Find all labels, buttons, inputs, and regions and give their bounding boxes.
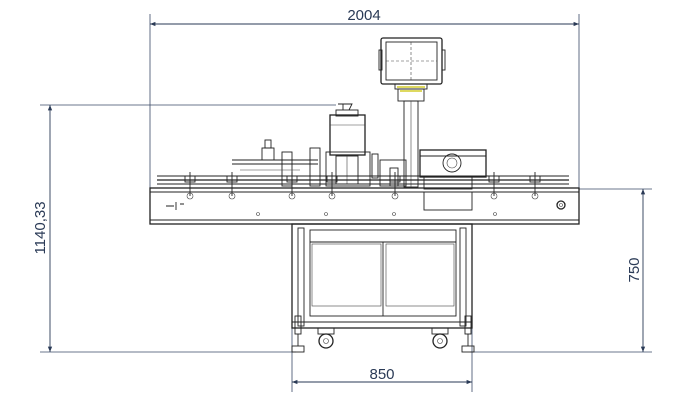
- dimension-base-width: 850: [291, 226, 473, 392]
- machine-table-frame: [149, 187, 580, 225]
- base-cabinet: [291, 223, 473, 329]
- table-height-label: 750: [626, 257, 643, 282]
- leveling-feet: [291, 315, 475, 353]
- hmi-touch-screen: [378, 37, 446, 102]
- dimension-overall-width: 2004: [149, 7, 580, 192]
- dimension-overall-height: 1140,33: [32, 104, 336, 353]
- overall-width-label: 2004: [347, 7, 380, 24]
- conveyor-belt: [157, 175, 569, 185]
- bottle-guide-rail: [232, 139, 407, 187]
- emergency-stop-icon: [556, 200, 566, 210]
- base-width-label: 850: [369, 366, 394, 383]
- dimension-table-height: 750: [470, 188, 652, 353]
- cabinet-door-left: [311, 243, 382, 307]
- tighten-handle-icon: [166, 202, 184, 210]
- overall-height-label: 1140,33: [32, 201, 49, 254]
- hmi-support-column: [403, 100, 419, 188]
- conveyor-drive-motor: [419, 149, 487, 190]
- caster-wheels: [317, 327, 449, 349]
- label-applicator-head: [325, 103, 379, 187]
- cabinet-door-right: [385, 243, 455, 307]
